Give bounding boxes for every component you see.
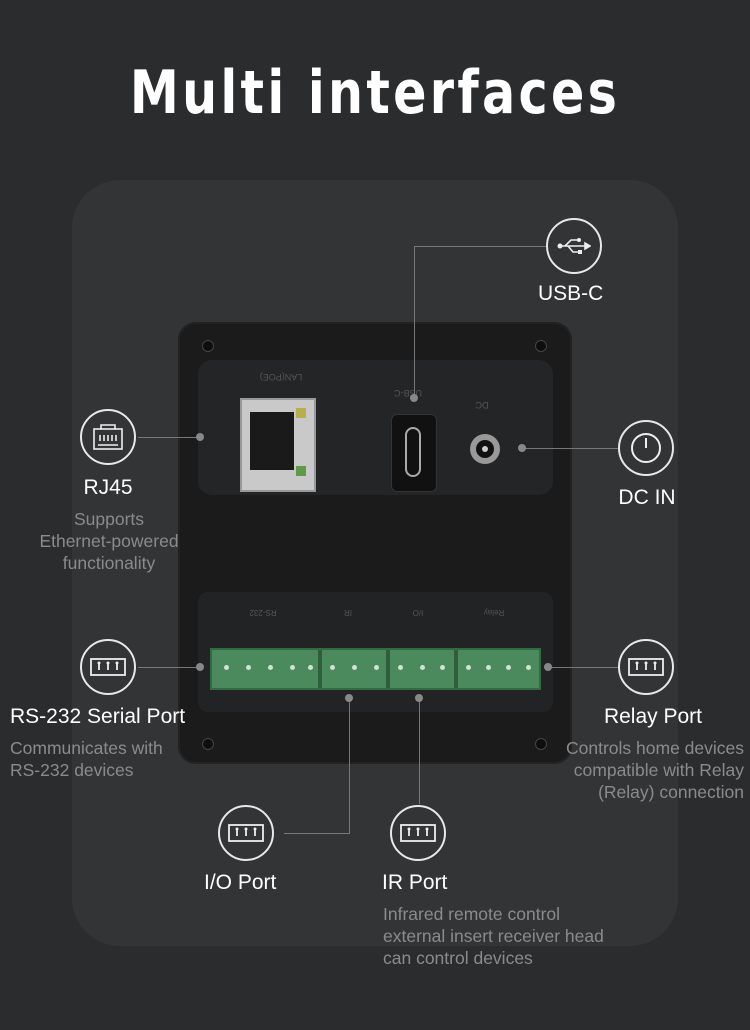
io-leader-line xyxy=(349,698,350,834)
rj45-jack xyxy=(240,398,316,492)
ir-leader-line xyxy=(419,698,420,804)
io-leader-line xyxy=(284,833,350,834)
device-print-rs232: RS-232 xyxy=(249,608,277,617)
relay-leader-line xyxy=(548,667,618,668)
rs232-leader-line xyxy=(138,667,200,668)
rs232-leader-dot xyxy=(196,663,204,671)
device-print-lan: LAN(POE) xyxy=(259,372,303,382)
usb-c-socket xyxy=(391,414,437,492)
rs232-label: RS-232 Serial Port xyxy=(10,705,186,728)
rj45-leader-line xyxy=(138,437,200,438)
page-title: Multi interfaces xyxy=(129,58,621,128)
usb-c-leader-line xyxy=(414,246,415,398)
terminal-block xyxy=(210,648,541,690)
device-print-usb: USB-C xyxy=(394,388,423,398)
rj45-leader-dot xyxy=(196,433,204,441)
terminal-block-icon xyxy=(390,805,446,861)
dc-leader-line xyxy=(524,448,618,449)
terminal-block-icon xyxy=(80,639,136,695)
device-print-dc: DC xyxy=(475,400,489,410)
usb-icon xyxy=(546,218,602,274)
relay-label: Relay Port xyxy=(603,705,702,728)
terminal-block-icon xyxy=(618,639,674,695)
ir-label: IR Port xyxy=(382,871,448,894)
screw-icon xyxy=(535,738,547,750)
device-print-ir: IR xyxy=(344,608,352,617)
terminal-block-icon xyxy=(218,805,274,861)
io-leader-dot xyxy=(345,694,353,702)
dc-leader-dot xyxy=(518,444,526,452)
usb-c-leader-line xyxy=(414,246,546,247)
dc-in-label: DC IN xyxy=(618,486,676,509)
relay-leader-dot xyxy=(544,663,552,671)
screw-icon xyxy=(202,340,214,352)
usb-c-label: USB-C xyxy=(538,282,604,305)
rj45-label: RJ45 xyxy=(83,476,133,499)
power-icon xyxy=(618,420,674,476)
device-print-relay: Relay xyxy=(483,608,505,617)
io-label: I/O Port xyxy=(204,871,277,894)
screw-icon xyxy=(535,340,547,352)
ethernet-port-icon xyxy=(80,409,136,465)
usb-c-leader-dot xyxy=(410,394,418,402)
device-back-panel: LAN(POE) USB-C DC RS-232 IR I/O Relay xyxy=(178,322,572,764)
ir-leader-dot xyxy=(415,694,423,702)
device-print-io: I/O xyxy=(412,608,424,617)
dc-jack xyxy=(470,434,500,464)
screw-icon xyxy=(202,738,214,750)
